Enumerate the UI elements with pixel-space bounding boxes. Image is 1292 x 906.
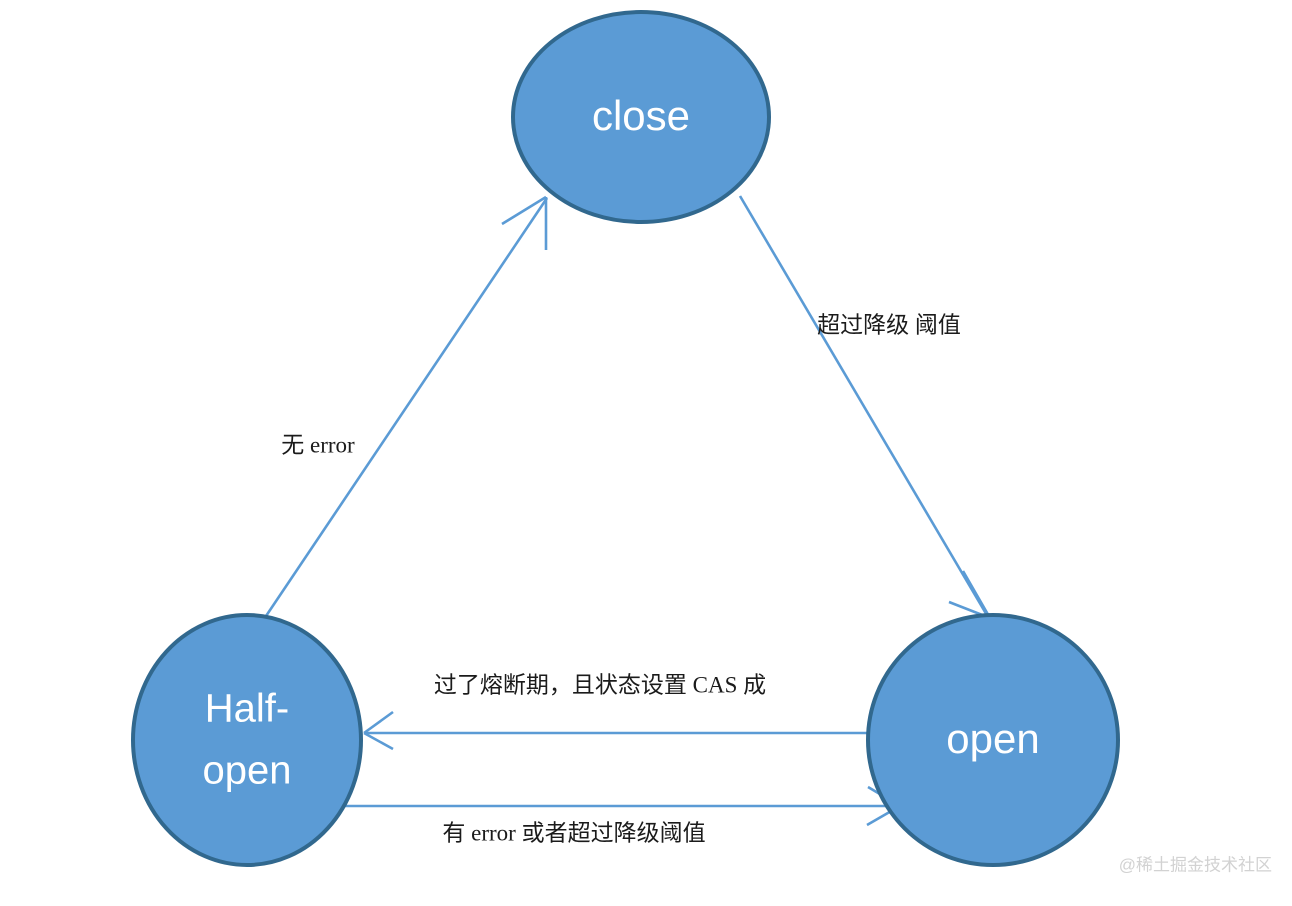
arrowhead-into-close-bottom xyxy=(501,195,548,250)
node-half-open-label-line2: open xyxy=(203,749,292,793)
node-open-label: open xyxy=(946,715,1039,762)
node-open-shape[interactable] xyxy=(866,613,1120,867)
edge-halfopen-to-close xyxy=(260,195,549,623)
edge-close-to-open xyxy=(738,195,992,620)
watermark: @稀土掘金技术社区 xyxy=(1119,855,1272,874)
edge-label-halfopen-to-open: 有 error 或者超过降级阈值 xyxy=(442,820,705,845)
edge-line-halfopen-to-close xyxy=(260,197,549,623)
node-close[interactable]: close xyxy=(511,10,771,224)
node-close-label: close xyxy=(592,92,690,139)
node-half-open-shape[interactable] xyxy=(131,613,363,867)
node-half-open[interactable]: Half- open xyxy=(131,613,363,867)
edge-open-to-halfopen xyxy=(363,710,872,751)
node-half-open-label-line1: Half- xyxy=(205,687,289,731)
edge-label-open-to-halfopen: 过了熔断期，且状态设置 CAS 成 xyxy=(434,672,766,697)
arrowhead-into-halfopen xyxy=(363,710,394,751)
node-close-shape[interactable] xyxy=(511,10,771,224)
edge-label-close-to-open: 超过降级 阈值 xyxy=(817,312,961,337)
edge-label-halfopen-to-close: 无 error xyxy=(281,432,355,457)
edge-line-close-to-open xyxy=(738,195,990,618)
node-open[interactable]: open xyxy=(866,613,1120,867)
